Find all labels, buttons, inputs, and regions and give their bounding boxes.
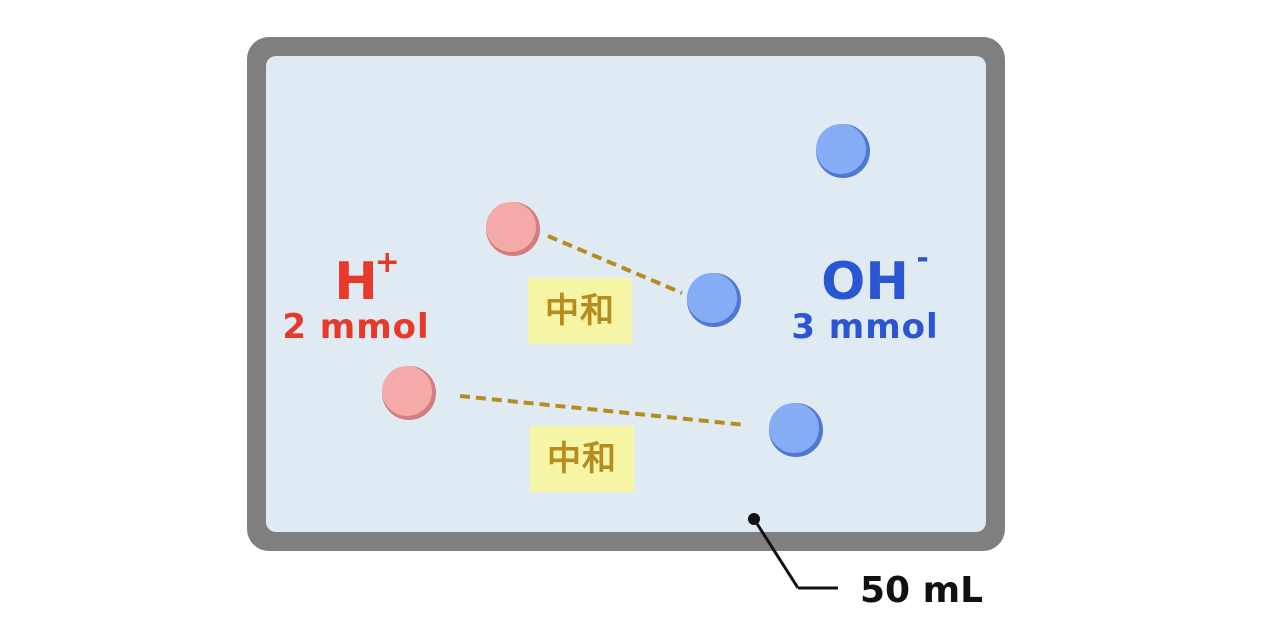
oh-ion-label: OH - 3 mmol: [780, 244, 950, 347]
oh-ion-middle: [687, 273, 741, 327]
h-ion-bottom: [382, 366, 436, 420]
neutralization-label-1: 中和: [528, 278, 632, 344]
oh-ion-top: [816, 124, 870, 178]
volume-label: 50 mL: [860, 570, 984, 611]
h-ion-label: H + 2 mmol: [272, 248, 440, 347]
oh-charge: -: [916, 241, 929, 276]
neutralization-label-2: 中和: [530, 426, 634, 492]
oh-ion-symbol: OH -: [821, 244, 929, 309]
oh-symbol-text: OH: [821, 252, 909, 312]
h-ion-amount: 2 mmol: [282, 307, 430, 347]
h-ion-top: [486, 202, 540, 256]
neutralization-line-2: [459, 394, 747, 427]
oh-ion-amount: 3 mmol: [791, 307, 939, 347]
neutralization-line-1: [547, 234, 683, 295]
volume-pointer-dot: [748, 513, 760, 525]
h-symbol-text: H: [334, 252, 378, 312]
volume-pointer-line: [752, 518, 800, 589]
h-charge: +: [374, 245, 400, 280]
oh-ion-bottom: [769, 403, 823, 457]
h-ion-symbol: H +: [334, 248, 400, 309]
